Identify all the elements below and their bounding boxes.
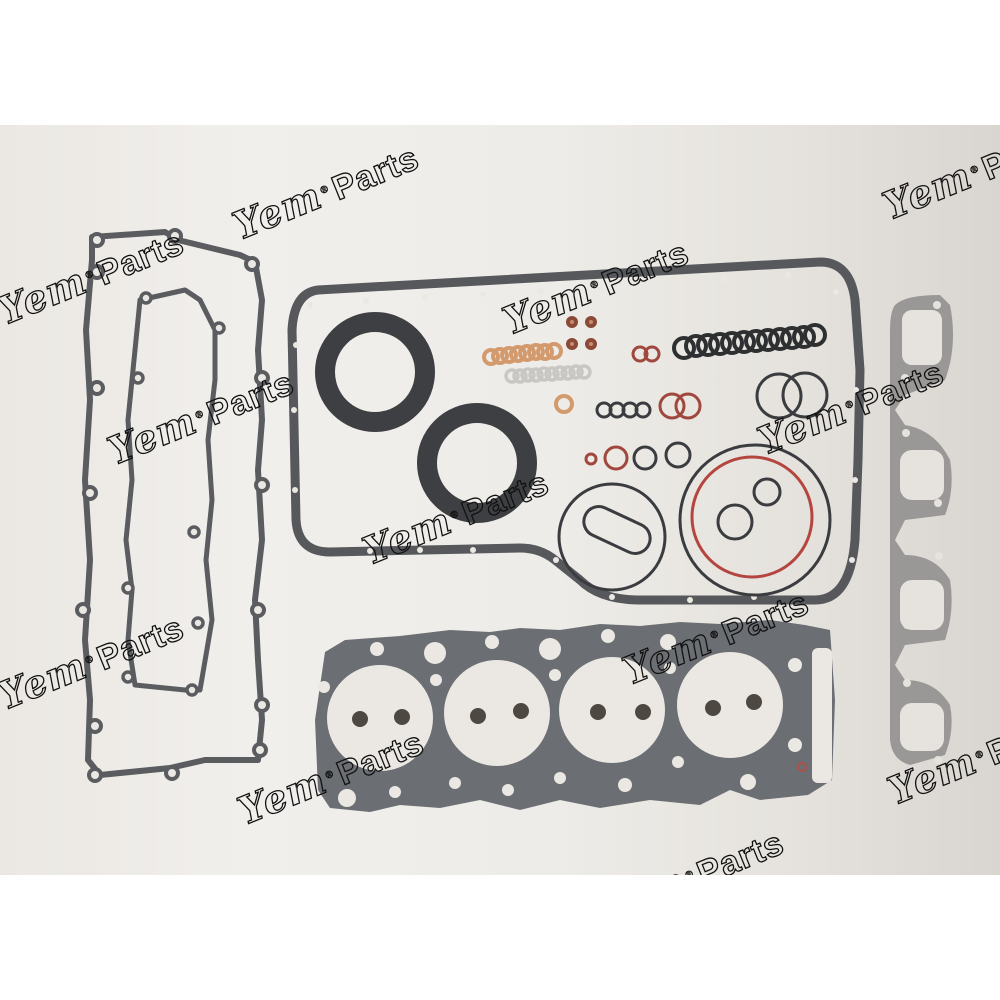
valve-cover-gasket-inner [121,287,226,697]
registered-mark: ® [973,748,986,762]
valve-stem-seals-brown [566,316,597,350]
valve-cover-gasket-outer [75,228,270,783]
registered-mark: ® [708,628,721,642]
o-rings-large [557,443,832,597]
gasket-kit-illustration [75,228,954,812]
registered-mark: ® [318,183,331,197]
registered-mark: ® [448,508,461,522]
registered-mark: ® [83,268,96,282]
copper-washers [482,342,574,414]
aluminium-washers [504,364,592,384]
registered-mark: ® [968,163,981,177]
registered-mark: ® [323,768,336,782]
registered-mark: ® [193,408,206,422]
registered-mark: ® [843,398,856,412]
o-rings-black-medium [595,371,829,471]
registered-mark: ® [683,868,696,875]
oil-pan-gasket [287,257,865,605]
exhaust-manifold-gasket [890,295,954,765]
valve-stem-seals [352,694,762,727]
o-rings-black [672,323,827,360]
crank-seals [315,312,537,523]
registered-mark: ® [588,278,601,292]
o-rings-red-small [584,345,702,471]
registered-mark: ® [83,653,96,667]
head-gasket [315,620,835,812]
